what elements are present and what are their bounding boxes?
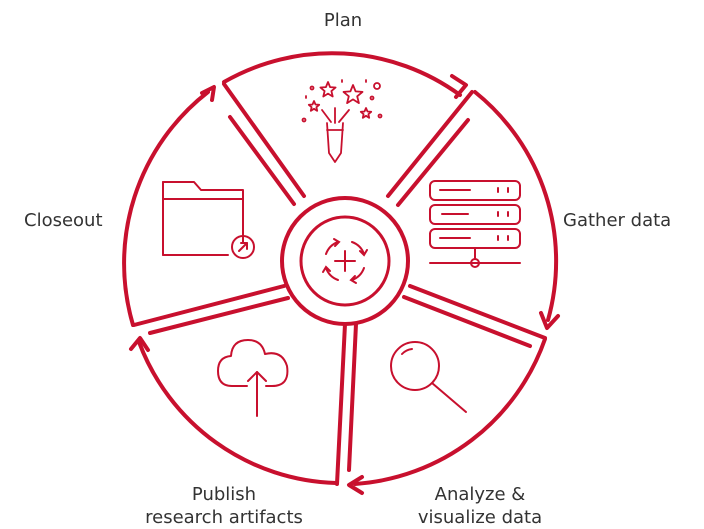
arrow-to-plan — [200, 85, 216, 102]
folder-archive-icon — [162, 181, 255, 259]
stage-label-analyze-line2: visualize data — [418, 507, 542, 528]
outer-ring — [122, 51, 559, 486]
magnifier-icon — [390, 341, 467, 413]
ring-segment-analyze — [353, 337, 547, 486]
ring-segment-gather — [473, 90, 559, 322]
ring-segment-plan — [222, 51, 462, 97]
stage-label-analyze-line1: Analyze & — [435, 484, 526, 505]
stage-label-publish-line1: Publish — [192, 484, 256, 505]
arrow-to-gather — [450, 74, 468, 99]
stage-label-gather: Gather data — [563, 210, 671, 231]
cloud-upload-icon — [217, 339, 289, 417]
arrow-to-analyze — [539, 311, 560, 330]
stage-label-publish-line2: research artifacts — [145, 507, 303, 528]
ring-segment-closeout — [122, 90, 210, 327]
center-hub — [280, 196, 410, 326]
stage-label-plan: Plan — [324, 10, 362, 31]
stage-label-closeout: Closeout — [24, 210, 103, 231]
arrow-to-publish — [347, 475, 364, 495]
cycle-plus-icon — [322, 238, 368, 284]
cycle-arrows — [129, 74, 560, 495]
ring-segment-publish — [137, 340, 338, 485]
arrow-to-closeout — [129, 336, 150, 352]
segment-dividers — [132, 82, 547, 486]
fireworks-pencil-icon — [301, 79, 383, 163]
server-rack-icon — [429, 180, 521, 268]
